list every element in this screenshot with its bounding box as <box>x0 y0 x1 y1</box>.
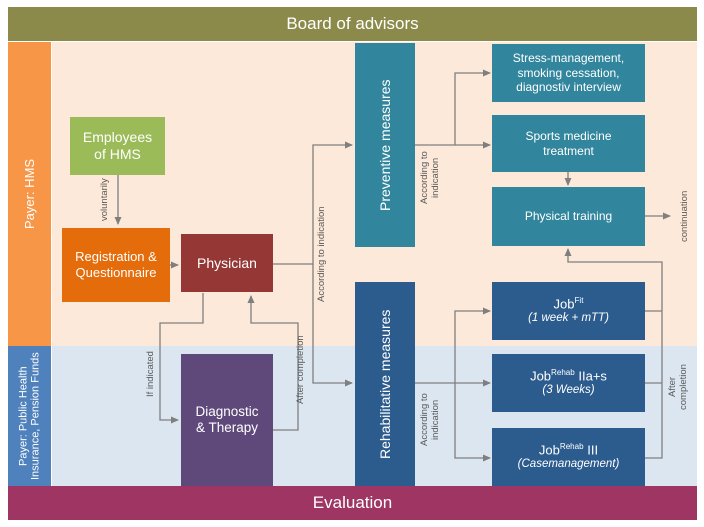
rehabilitative-label: Rehabilitative measures <box>377 309 393 459</box>
according-to-indication-label: According to indication <box>316 206 327 302</box>
if-indicated-label: If indicated <box>145 351 156 397</box>
physical-training-box: Physical training <box>492 187 645 246</box>
stress-management-box: Stress-management, smoking cessation, di… <box>492 44 645 102</box>
after-completion-label: After completion <box>295 335 306 405</box>
physician-label: Physician <box>197 254 257 271</box>
stress-label: Stress-management, smoking cessation, di… <box>512 51 625 95</box>
voluntarily-label: voluntarily <box>99 178 110 222</box>
jobfit-title: JobFit <box>553 296 584 312</box>
jobfit-subtitle: (1 week + mTT) <box>528 312 609 325</box>
training-label: Physical training <box>524 209 613 224</box>
arrow-physician-rehabilitative <box>312 264 353 387</box>
jobrehab-3-box: JobRehab III (Casemanagement) <box>492 428 645 486</box>
jobrehab-3-subtitle: (Casemanagement) <box>517 458 620 471</box>
arrow-physician-diagnostic <box>159 293 204 424</box>
jobrehab-2-subtitle: (3 Weeks) <box>542 384 595 397</box>
according-rehab-label: According to indication <box>419 393 441 447</box>
employees-box: Employees of HMS <box>70 117 165 175</box>
diagnostic-box: Diagnostic & Therapy <box>181 354 273 486</box>
arrow-preventive-stress <box>415 69 491 146</box>
arrow-physician-preventive <box>273 141 353 265</box>
physician-box: Physician <box>181 234 273 292</box>
preventive-label: Preventive measures <box>377 79 393 211</box>
sports-label: Sports medicine treatment <box>525 129 612 158</box>
arrow-rehab-jobrehab3 <box>454 383 491 462</box>
arrow-jobs-training <box>568 249 663 459</box>
jobfit-box: JobFit (1 week + mTT) <box>492 282 645 340</box>
registration-label: Registration & Questionnaire <box>75 249 157 280</box>
jobrehab-2-title: JobRehab IIa+s <box>530 368 607 384</box>
jobrehab-2-box: JobRehab IIa+s (3 Weeks) <box>492 354 645 412</box>
according-prev-label: According to indication <box>419 151 441 205</box>
continuation-label: continuation <box>679 190 690 242</box>
after-completion-right-label: After completion <box>667 364 689 410</box>
preventive-measures-box: Preventive measures <box>355 43 415 247</box>
rehabilitative-measures-box: Rehabilitative measures <box>355 282 415 486</box>
sports-medicine-box: Sports medicine treatment <box>492 115 645 172</box>
employees-label: Employees of HMS <box>82 129 153 162</box>
board-of-advisors-bar: Board of advisors <box>8 7 697 41</box>
evaluation-bar: Evaluation <box>8 486 697 520</box>
arrow-rehab-jobfit <box>415 307 491 384</box>
arrow-diagnostic-physician <box>247 295 299 431</box>
jobrehab-3-title: JobRehab III <box>538 442 599 458</box>
diagnostic-label: Diagnostic & Therapy <box>195 403 259 435</box>
registration-box: Registration & Questionnaire <box>62 228 170 302</box>
